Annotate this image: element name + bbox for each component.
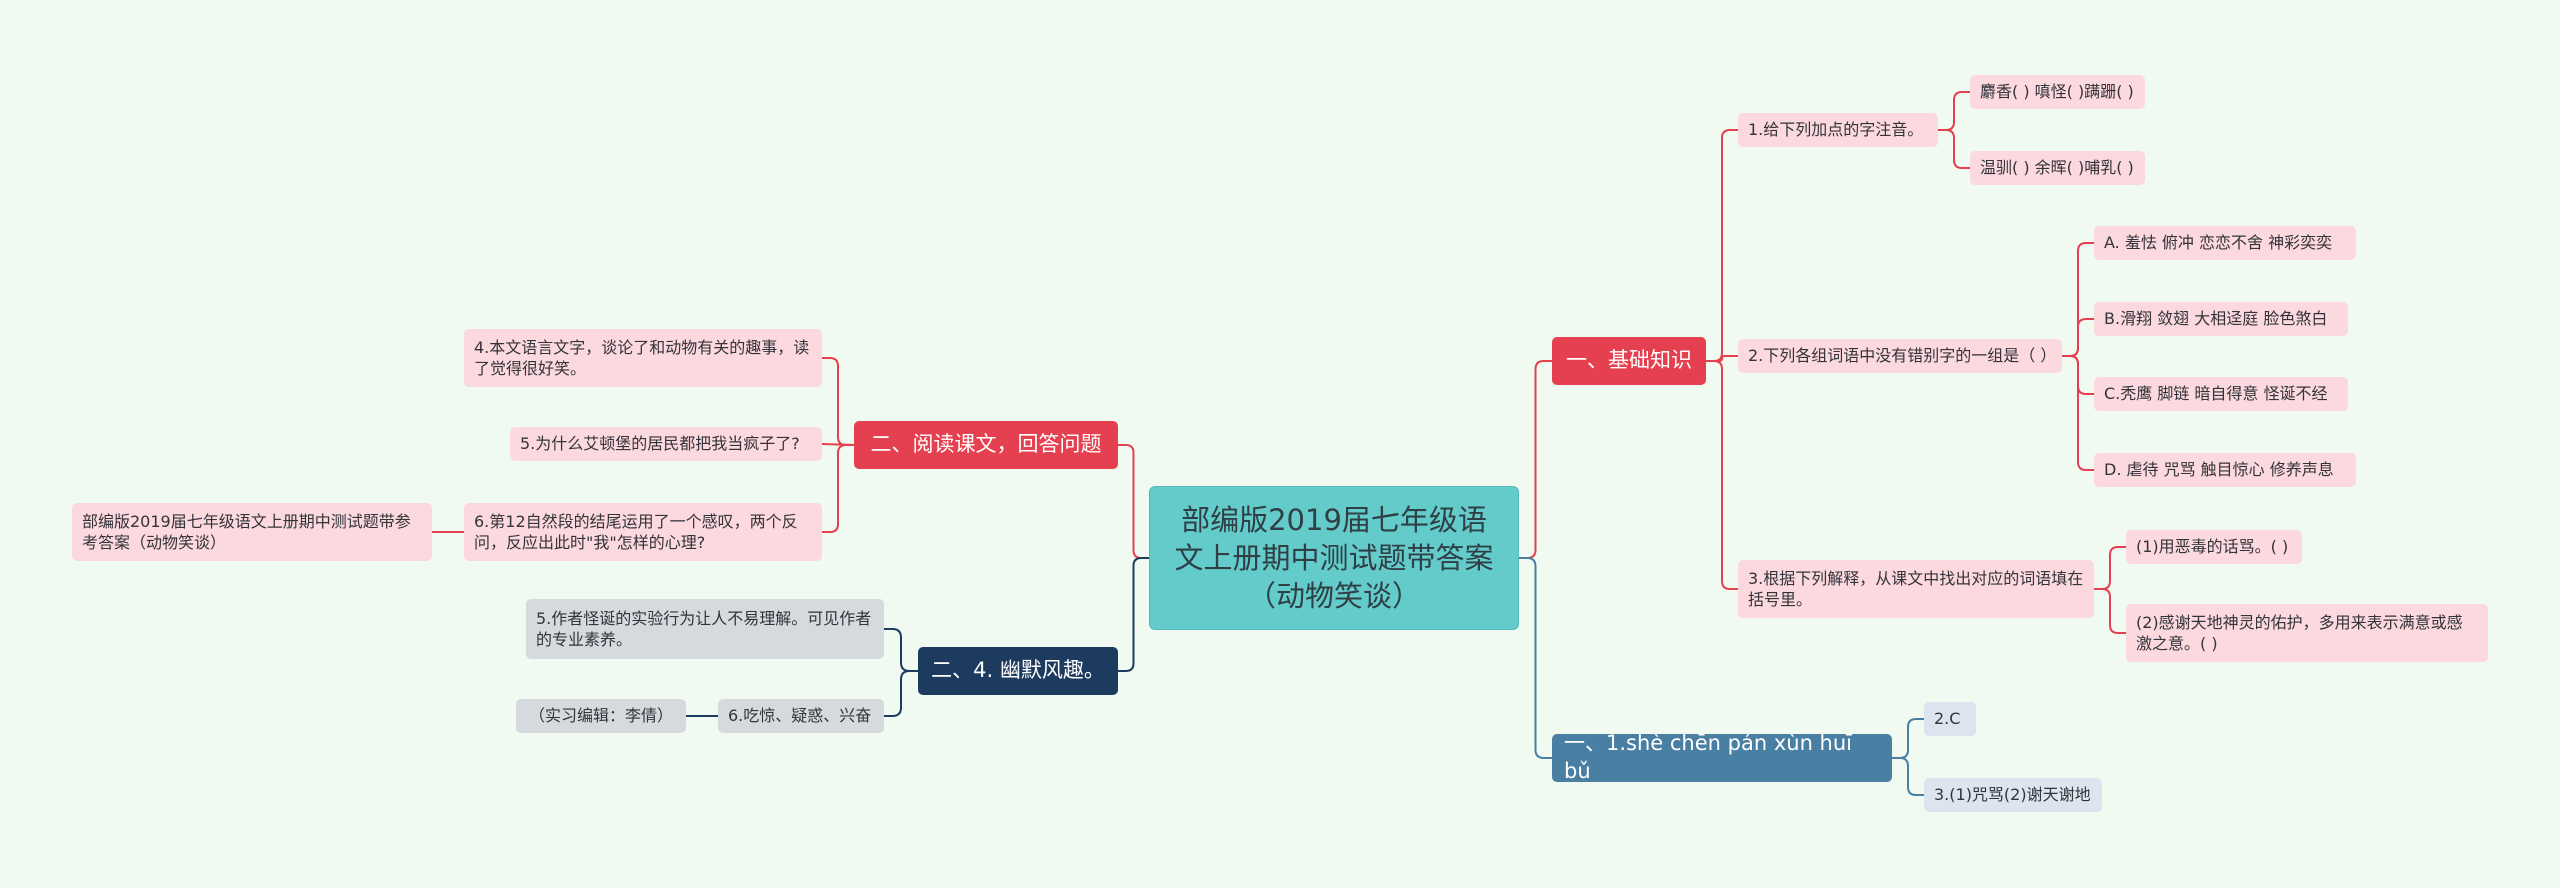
- question-3-item-1-text: (1)用恶毒的话骂。( ): [2136, 537, 2289, 557]
- link-q1-n-q1a: [1938, 91, 1970, 131]
- question-3-item-2[interactable]: (2)感谢天地神灵的佑护，多用来表示满意或感激之意。( ): [2126, 604, 2488, 662]
- question-1-item-b[interactable]: 温驯( ) 余晖( )哺乳( ): [1970, 151, 2145, 185]
- reading-question-4-text: 4.本文语言文字，谈论了和动物有关的趣事，读了觉得很好笑。: [474, 337, 810, 378]
- branch-basic-knowledge-label: 一、基础知识: [1566, 348, 1692, 373]
- question-1-item-b-text: 温驯( ) 余晖( )哺乳( ): [1980, 158, 2134, 178]
- question-2-option-d-text: D. 虐待 咒骂 触目惊心 修养声息: [2104, 460, 2334, 480]
- link-basic-n-q1: [1706, 129, 1738, 362]
- link-reading-n-r4: [822, 357, 854, 446]
- link-root-humor: [1118, 557, 1149, 672]
- question-2-option-b-text: B.滑翔 敛翅 大相迳庭 脸色煞白: [2104, 309, 2328, 329]
- root-topic[interactable]: 部编版2019届七年级语文上册期中测试题带答案（动物笑谈）: [1149, 486, 1519, 630]
- branch-basic-knowledge[interactable]: 一、基础知识: [1552, 337, 1706, 385]
- question-2-option-d[interactable]: D. 虐待 咒骂 触目惊心 修养声息: [2094, 453, 2356, 487]
- question-1-label: 1.给下列加点的字注音。: [1748, 120, 1924, 140]
- link-root-reading: [1118, 444, 1149, 559]
- reading-question-5-text: 5.为什么艾顿堡的居民都把我当疯子了?: [520, 434, 800, 454]
- reading-question-5[interactable]: 5.为什么艾顿堡的居民都把我当疯子了?: [510, 427, 822, 461]
- question-3-item-1[interactable]: (1)用恶毒的话骂。( ): [2126, 530, 2302, 564]
- humor-item-5[interactable]: 5.作者怪诞的实验行为让人不易理解。可见作者的专业素养。: [526, 599, 884, 659]
- link-q2-n-q2d: [2062, 355, 2094, 471]
- humor-item-6-subnode[interactable]: （实习编辑：李倩）: [516, 699, 686, 733]
- humor-item-6[interactable]: 6.吃惊、疑惑、兴奋: [718, 699, 884, 733]
- link-q3-n-q3a: [2094, 546, 2126, 590]
- question-2-option-c[interactable]: C.秃鹰 脚链 暗自得意 怪诞不经: [2094, 377, 2348, 411]
- question-2-label: 2.下列各组词语中没有错别字的一组是（ ）: [1748, 346, 2057, 366]
- question-3-label: 3.根据下列解释，从课文中找出对应的词语填在括号里。: [1748, 568, 2084, 609]
- branch-humor-label: 二、4. 幽默风趣。: [931, 658, 1105, 683]
- question-1-item-a-text: 麝香( ) 嗔怪( )蹒跚( ): [1980, 82, 2134, 102]
- question-2-option-a-text: A. 羞怯 俯冲 恋恋不舍 神彩奕奕: [2104, 233, 2333, 253]
- link-q3-n-q3b: [2094, 588, 2126, 634]
- branch-answers-label: 一、1.shè chēn pán xùn huī bǔ: [1564, 731, 1853, 783]
- link-basic-n-q2: [1706, 355, 1738, 362]
- reading-question-6-subnode[interactable]: 部编版2019届七年级语文上册期中测试题带参考答案（动物笑谈）: [72, 503, 432, 561]
- link-root-answers: [1519, 557, 1552, 759]
- reading-question-6-subnode-text: 部编版2019届七年级语文上册期中测试题带参考答案（动物笑谈）: [82, 511, 411, 552]
- root-topic-text: 部编版2019届七年级语文上册期中测试题带答案（动物笑谈）: [1174, 502, 1494, 614]
- humor-item-6-subnode-text: （实习编辑：李倩）: [528, 706, 673, 726]
- question-3-item-2-text: (2)感谢天地神灵的佑护，多用来表示满意或感激之意。( ): [2136, 612, 2463, 653]
- link-q1-n-q1b: [1938, 129, 1970, 169]
- answer-2-text: 2.C: [1934, 709, 1961, 729]
- question-3[interactable]: 3.根据下列解释，从课文中找出对应的词语填在括号里。: [1738, 560, 2094, 618]
- link-reading-n-r6: [822, 444, 854, 533]
- answer-3[interactable]: 3.(1)咒骂(2)谢天谢地: [1924, 778, 2102, 812]
- question-1-item-a[interactable]: 麝香( ) 嗔怪( )蹒跚( ): [1970, 75, 2145, 109]
- reading-question-6[interactable]: 6.第12自然段的结尾运用了一个感叹，两个反问，反应出此时"我"怎样的心理?: [464, 503, 822, 561]
- link-q2-n-q2b: [2062, 318, 2094, 357]
- question-2-option-c-text: C.秃鹰 脚链 暗自得意 怪诞不经: [2104, 384, 2328, 404]
- branch-humor[interactable]: 二、4. 幽默风趣。: [918, 647, 1118, 695]
- question-1[interactable]: 1.给下列加点的字注音。: [1738, 113, 1938, 147]
- reading-question-4[interactable]: 4.本文语言文字，谈论了和动物有关的趣事，读了觉得很好笑。: [464, 329, 822, 387]
- link-humor-n-h6: [884, 670, 918, 717]
- link-basic-n-q3: [1706, 360, 1738, 590]
- humor-item-5-text: 5.作者怪诞的实验行为让人不易理解。可见作者的专业素养。: [536, 608, 872, 649]
- humor-item-6-text: 6.吃惊、疑惑、兴奋: [728, 706, 872, 726]
- reading-question-6-text: 6.第12自然段的结尾运用了一个感叹，两个反问，反应出此时"我"怎样的心理?: [474, 511, 798, 552]
- link-answers-n-ans1: [1892, 718, 1924, 759]
- link-answers-n-ans2: [1892, 757, 1924, 796]
- link-root-basic: [1519, 360, 1552, 559]
- branch-reading-label: 二、阅读课文，回答问题: [870, 432, 1102, 457]
- answer-3-text: 3.(1)咒骂(2)谢天谢地: [1934, 785, 2091, 805]
- question-2[interactable]: 2.下列各组词语中没有错别字的一组是（ ）: [1738, 339, 2062, 373]
- question-2-option-b[interactable]: B.滑翔 敛翅 大相迳庭 脸色煞白: [2094, 302, 2348, 336]
- link-humor-n-h5: [884, 628, 918, 672]
- branch-reading[interactable]: 二、阅读课文，回答问题: [854, 421, 1118, 469]
- answer-2[interactable]: 2.C: [1924, 702, 1976, 736]
- branch-answers[interactable]: 一、1.shè chēn pán xùn huī bǔ: [1552, 731, 1892, 783]
- question-2-option-a[interactable]: A. 羞怯 俯冲 恋恋不舍 神彩奕奕: [2094, 226, 2356, 260]
